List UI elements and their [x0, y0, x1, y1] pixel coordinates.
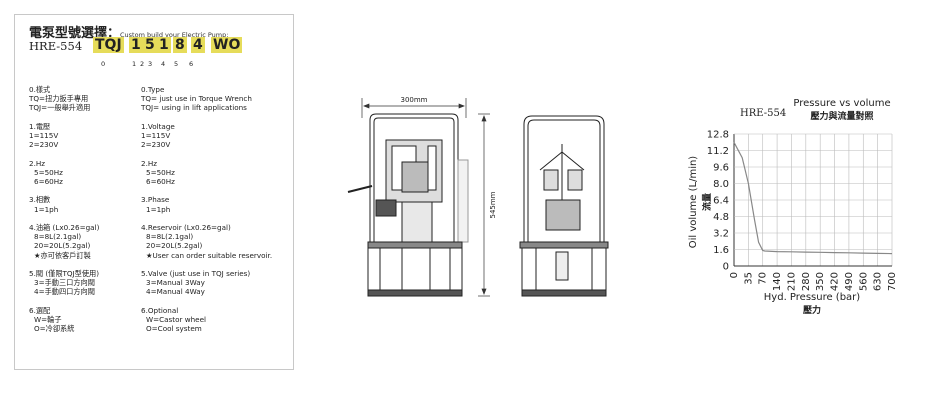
opt-zh-hz: 2.Hz 5=50Hz 6=60Hz [29, 158, 63, 186]
code-voltage: 1 [129, 37, 143, 53]
code-phase: 1 [157, 37, 171, 53]
x-tick-label: 630 [873, 272, 884, 291]
opt-en-phase: 3.Phase 1=1ph [141, 195, 171, 214]
height-label: 545mm [489, 191, 497, 218]
x-tick-label: 560 [858, 272, 869, 291]
code-index: 6 [189, 60, 194, 68]
x-tick-label: 350 [815, 272, 826, 291]
opt-en-voltage: 1.Voltage 1=115V 2=230V [141, 121, 175, 150]
x-tick-label: 0 [729, 272, 740, 278]
selector-title-en: Custom build your Electric Pump: [120, 31, 229, 39]
chart-title-zh: 壓力與流量對照 [810, 110, 873, 122]
pump-technical-drawing: 300mm 545mm [347, 96, 609, 297]
chart-title: Pressure vs volume [793, 98, 890, 109]
opt-zh-type: 0.樣式 TQ=扭力扳手專用 TQJ=一般舉升適用 [29, 85, 91, 113]
code-index: 5 [174, 60, 179, 68]
opt-en-optional: 6.Optional W=Castor wheel O=Cool system [141, 305, 207, 334]
code-index: 3 [148, 60, 153, 68]
code-index: 0 [101, 60, 106, 68]
x-tick-label: 280 [801, 272, 812, 291]
code-optional: WO [211, 37, 243, 53]
y-axis-label: Oil volume (L/min) [688, 156, 699, 249]
code-valve: 4 [191, 37, 205, 53]
series-line [733, 142, 893, 255]
code-index: 4 [161, 60, 166, 68]
x-tick-label: 210 [786, 272, 797, 291]
x-tick-label: 35 [743, 272, 754, 285]
y-tick-label: 8.0 [713, 179, 729, 190]
code-index: 1 [132, 60, 137, 68]
width-dimension [361, 98, 467, 118]
opt-zh-voltage: 1.電壓 1=115V 2=230V [29, 121, 59, 150]
opt-en-valve: 5.Valve (just use in TQJ series) 3=Manua… [141, 268, 251, 297]
pressure-volume-chart: HRE-554 Pressure vs volume 壓力與流量對照 0 1.6 3… [688, 98, 898, 316]
options-zh-column: 0.樣式 TQ=扭力扳手專用 TQJ=一般舉升適用 1.電壓 1=115V 2=… [29, 85, 99, 333]
y-tick-label: 3.2 [713, 229, 729, 240]
code-index: 2 [140, 60, 145, 68]
x-axis-label: Hyd. Pressure (bar) [764, 292, 861, 303]
chart-grid [733, 133, 893, 267]
x-axis-label-zh: 壓力 [803, 304, 821, 316]
code-type: TQJ [93, 37, 124, 53]
pump-front-view [347, 113, 469, 297]
opt-zh-valve: 5.閥 (僅限TQJ型使用) 3=手動三口方向閥 4=手動四口方向閥 [29, 268, 100, 297]
height-dimension [478, 113, 490, 297]
code-hz: 5 [143, 37, 157, 53]
y-tick-label: 0 [723, 262, 729, 273]
model-number: HRE-554 [29, 39, 83, 53]
y-tick-label: 4.8 [713, 212, 729, 223]
y-tick-label: 12.8 [707, 130, 729, 141]
y-tick-label: 9.6 [713, 163, 729, 174]
x-tick-label: 420 [830, 272, 841, 291]
width-label: 300mm [401, 96, 428, 104]
opt-en-hz: 2.Hz 5=50Hz 6=60Hz [141, 158, 175, 186]
y-axis-label-zh: 流量 [701, 193, 713, 211]
x-tick-label: 490 [844, 272, 855, 291]
model-selector-panel: 電泵型號選擇：Custom build your Electric Pump: … [14, 14, 294, 370]
opt-en-type: 0.Type TQ= just use in Torque Wrench TQJ… [141, 85, 252, 113]
opt-en-reservoir: 4.Reservoir (Lx0.26=gal) 8=8L(2.1gal) 20… [141, 222, 273, 260]
y-tick-label: 11.2 [707, 146, 729, 157]
chart-model-label: HRE-554 [740, 108, 786, 119]
pump-side-view [519, 115, 609, 297]
opt-zh-optional: 6.選配 W=輪子 O=冷卻系統 [29, 305, 75, 334]
x-tick-label: 140 [772, 272, 783, 291]
options-en-column: 0.Type TQ= just use in Torque Wrench TQJ… [141, 85, 272, 333]
y-tick-label: 6.4 [713, 196, 729, 207]
x-tick-label: 700 [887, 272, 898, 291]
code-reservoir: 8 [173, 37, 187, 53]
y-tick-label: 1.6 [713, 245, 729, 256]
opt-zh-phase: 3.相數 1=1ph [29, 195, 59, 214]
y-axis-ticks: 0 1.6 3.2 4.8 6.4 8.0 9.6 11.2 12.8 [707, 130, 729, 273]
x-tick-label: 70 [758, 272, 769, 285]
opt-zh-reservoir: 4.油箱 (Lx0.26=gal) 8=8L(2.1gal) 20=20L(5.… [29, 222, 100, 260]
